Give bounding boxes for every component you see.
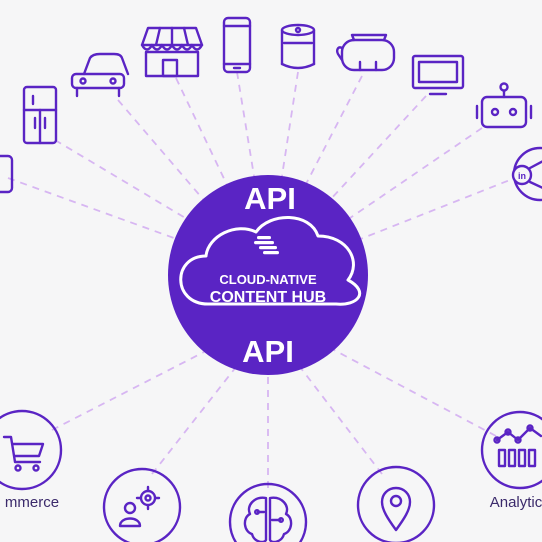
- connector-line: [281, 71, 299, 177]
- brain-chip-icon: [228, 482, 308, 542]
- connector-line: [333, 349, 497, 437]
- connector-line: [117, 99, 209, 206]
- car-icon: [70, 52, 130, 98]
- connector-line: [175, 77, 229, 188]
- connector-line: [329, 95, 427, 201]
- hub-line-2: CONTENT HUB: [210, 289, 326, 306]
- cloud-outline: [179, 216, 362, 306]
- analytics-chart-icon: [480, 410, 542, 490]
- hub-logo-icon: [254, 236, 279, 255]
- shopping-cart-icon: [0, 409, 63, 491]
- refrigerator-icon: [22, 85, 58, 145]
- connector-line: [236, 71, 255, 177]
- api-label-top: API: [244, 181, 296, 216]
- connector-line: [51, 351, 205, 431]
- connector-line: [357, 175, 521, 241]
- linkedin-glyph: in: [518, 171, 526, 181]
- content-hub: API API CLOUD-NATIVE CONTENT HUB: [168, 175, 368, 375]
- analytics-label: Analytic: [490, 494, 542, 511]
- connector-line: [349, 127, 483, 219]
- location-pin-icon: [356, 465, 436, 542]
- robot-icon: [475, 82, 533, 129]
- watch-icon: [0, 154, 14, 194]
- connector-line: [305, 75, 363, 185]
- connector-line: [7, 177, 186, 243]
- vr-headset-icon: [336, 33, 396, 72]
- connector-line: [54, 139, 193, 223]
- commerce-label: mmerce: [5, 494, 59, 511]
- api-label-bottom: API: [242, 334, 294, 369]
- connector-line: [299, 366, 383, 475]
- hub-line-1: CLOUD-NATIVE: [219, 272, 317, 287]
- hub-circle: [168, 175, 368, 375]
- connector-line: [151, 366, 237, 475]
- tv-icon: [411, 54, 465, 96]
- storefront-icon: [140, 26, 204, 78]
- connector-lines: [7, 71, 521, 488]
- linkedin-social-icon: [511, 146, 542, 202]
- smart-speaker-icon: [280, 23, 316, 70]
- user-settings-icon: [102, 467, 182, 542]
- smartphone-icon: [222, 16, 252, 74]
